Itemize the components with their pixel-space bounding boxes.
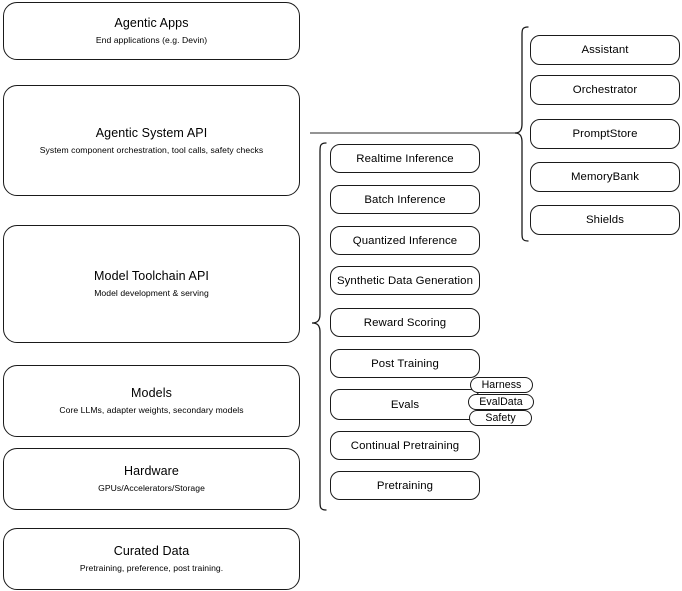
stack-layer-title: Agentic System API — [95, 125, 208, 140]
stack-layer-agentic-apps[interactable]: Agentic Apps End applications (e.g. Devi… — [3, 2, 300, 60]
component-orchestrator[interactable]: Orchestrator — [530, 75, 680, 105]
stack-layer-title: Curated Data — [113, 544, 190, 559]
right-brace — [512, 24, 534, 248]
capability-evals[interactable]: Evals — [330, 389, 480, 420]
stack-layer-title: Agentic Apps — [114, 16, 189, 31]
middle-brace — [306, 140, 330, 518]
stack-layer-subtitle: Core LLMs, adapter weights, secondary mo… — [59, 405, 244, 416]
stack-layer-subtitle: Pretraining, preference, post training. — [79, 563, 224, 574]
component-memorybank[interactable]: MemoryBank — [530, 162, 680, 192]
capability-realtime-inference[interactable]: Realtime Inference — [330, 144, 480, 173]
capability-continual-pretraining[interactable]: Continual Pretraining — [330, 431, 480, 460]
capability-synthetic-data-generation[interactable]: Synthetic Data Generation — [330, 266, 480, 295]
stack-layer-title: Models — [131, 386, 172, 401]
component-shields[interactable]: Shields — [530, 205, 680, 235]
component-assistant[interactable]: Assistant — [530, 35, 680, 65]
stack-layer-subtitle: End applications (e.g. Devin) — [95, 35, 208, 46]
capability-post-training[interactable]: Post Training — [330, 349, 480, 378]
capability-pretraining[interactable]: Pretraining — [330, 471, 480, 500]
capability-batch-inference[interactable]: Batch Inference — [330, 185, 480, 214]
capability-reward-scoring[interactable]: Reward Scoring — [330, 308, 480, 337]
component-promptstore[interactable]: PromptStore — [530, 119, 680, 149]
stack-layer-subtitle: GPUs/Accelerators/Storage — [98, 483, 205, 494]
stack-layer-models[interactable]: Models Core LLMs, adapter weights, secon… — [3, 365, 300, 437]
stack-layer-hardware[interactable]: Hardware GPUs/Accelerators/Storage — [3, 448, 300, 510]
stack-layer-agentic-system-api[interactable]: Agentic System API System component orch… — [3, 85, 300, 196]
capability-quantized-inference[interactable]: Quantized Inference — [330, 226, 480, 255]
stack-layer-model-toolchain-api[interactable]: Model Toolchain API Model development & … — [3, 225, 300, 343]
eval-pill-harness[interactable]: Harness — [470, 377, 533, 393]
eval-pill-evaldata[interactable]: EvalData — [468, 394, 534, 410]
stack-layer-title: Hardware — [124, 464, 179, 479]
stack-layer-title: Model Toolchain API — [94, 269, 209, 284]
agentic-system-connector-line — [300, 120, 530, 150]
stack-layer-curated-data[interactable]: Curated Data Pretraining, preference, po… — [3, 528, 300, 590]
stack-layer-subtitle: Model development & serving — [94, 288, 209, 299]
stack-layer-subtitle: System component orchestration, tool cal… — [39, 144, 264, 155]
eval-pill-safety[interactable]: Safety — [469, 410, 532, 426]
